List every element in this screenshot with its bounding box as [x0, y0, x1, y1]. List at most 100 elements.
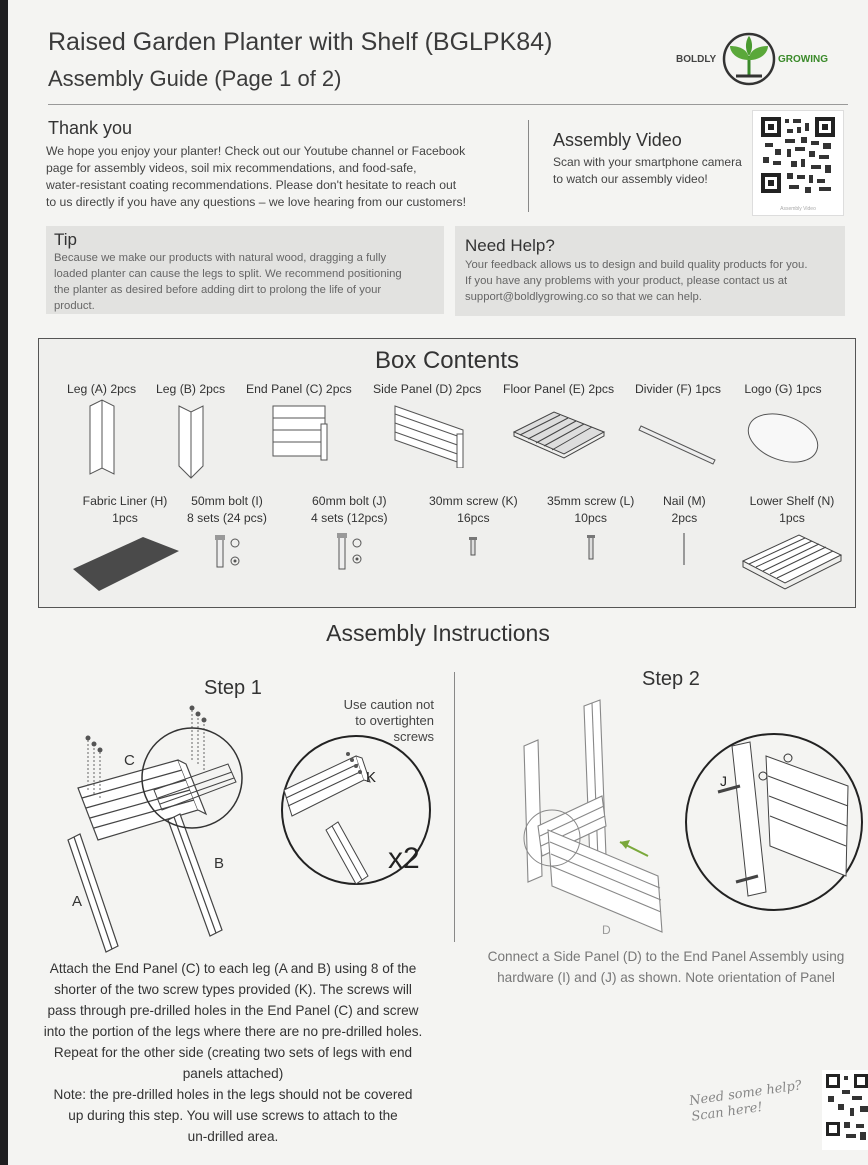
floor-panel-icon [512, 411, 605, 459]
tip-heading: Tip [54, 230, 77, 249]
step-1-note-line: Note: the pre-drilled holes in the legs … [53, 1087, 413, 1102]
caution-line: screws [393, 729, 434, 744]
caution-note: Use caution not to overtighten screws [326, 697, 434, 745]
part-floor-panel-e: Floor Panel (E) 2pcs [503, 381, 614, 468]
divider-icon [638, 425, 716, 465]
thank-you-line: page for assembly videos, soil mix recom… [46, 161, 417, 175]
part-label: 60mm bolt (J) [312, 494, 387, 508]
step-2-illustration: D J [523, 699, 863, 936]
thank-you-line: We hope you enjoy your planter! Check ou… [46, 144, 466, 158]
part-label: Floor Panel (E) 2pcs [503, 382, 615, 396]
label-d: D [602, 923, 611, 936]
help-line: Your feedback allows us to design and bu… [465, 259, 808, 271]
label-a: A [72, 893, 82, 910]
thank-you-line: to us directly if you have any questions… [46, 195, 466, 209]
part-logo-g: Logo (G) 1pcs [741, 381, 825, 468]
step-2-line: Connect a Side Panel (D) to the End Pane… [487, 949, 845, 964]
tip-line: the planter as desired before adding dir… [54, 284, 382, 296]
end-panel-icon [272, 405, 328, 461]
part-lower-shelf-n: Lower Shelf (N) 1pcs [739, 493, 845, 597]
page-title: Raised Garden Planter with Shelf (BGLPK8… [48, 28, 553, 56]
part-divider-f: Divider (F) 1pcs [633, 381, 723, 468]
video-text: Scan with your smartphone camera to watc… [553, 154, 753, 188]
part-bolt-50mm-i: 50mm bolt (I) 8 sets (24 pcs) [187, 493, 267, 577]
part-bolt-60mm-j: 60mm bolt (J) 4 sets (12pcs) [311, 493, 388, 577]
brand-left-text: BOLDLY [676, 54, 717, 65]
step-1-line: Attach the End Panel (C) to each leg (A … [49, 961, 417, 976]
part-label: End Panel (C) 2pcs [246, 382, 352, 396]
video-line: to watch our assembly video! [553, 172, 708, 186]
help-text: Your feedback allows us to design and bu… [465, 257, 845, 305]
part-label: Nail (M) [663, 494, 706, 508]
part-qty: 4 sets (12pcs) [311, 511, 388, 525]
step-divider [454, 672, 455, 942]
logo-disc-icon [747, 413, 819, 463]
qr-code-icon [826, 1074, 868, 1140]
step-1-text: Attach the End Panel (C) to each leg (A … [18, 958, 448, 1147]
brand-logo: BOLDLY GROWING [676, 30, 846, 100]
part-label: 50mm bolt (I) [191, 494, 263, 508]
part-end-panel-c: End Panel (C) 2pcs [246, 381, 352, 468]
step-2-line: hardware (I) and (J) as shown. Note orie… [497, 970, 835, 985]
help-qr-code[interactable] [822, 1070, 868, 1150]
step-1-line: pass through pre-drilled holes in the En… [47, 1003, 419, 1018]
help-line[interactable]: support@boldlygrowing.co so that we can … [465, 291, 702, 303]
part-label: Divider (F) 1pcs [634, 382, 721, 396]
part-label: Leg (A) 2pcs [67, 382, 137, 396]
label-b: B [214, 855, 224, 872]
header-divider [48, 104, 848, 105]
bolt-icon [214, 535, 240, 568]
thank-you-line: water-resistant coating recommendations.… [46, 178, 457, 192]
caution-line: Use caution not [343, 697, 434, 712]
box-contents-heading: Box Contents [374, 347, 520, 374]
tip-line: loaded planter can cause the legs to spl… [54, 268, 402, 280]
part-label: 30mm screw (K) [429, 494, 518, 508]
label-x2: x2 [388, 842, 420, 875]
tip-line: Because we make our products with natura… [54, 252, 387, 264]
step-1-line: shorter of the two screw types provided … [54, 982, 412, 997]
tip-box: Tip Because we make our products with na… [46, 226, 444, 314]
step-1-line: panels attached) [182, 1066, 284, 1081]
part-leg-b: Leg (B) 2pcs [156, 381, 225, 482]
part-side-panel-d: Side Panel (D) 2pcs [373, 381, 481, 468]
leg-icon [178, 405, 204, 479]
step-1-heading: Step 1 [204, 677, 262, 699]
part-label: Fabric Liner (H) [82, 494, 168, 508]
step-2-heading: Step 2 [642, 668, 700, 690]
sprout-logo-icon [722, 32, 776, 86]
thank-you-text: We hope you enjoy your planter! Check ou… [46, 143, 516, 211]
part-label: Lower Shelf (N) [749, 494, 835, 508]
box-contents-panel: Box Contents Leg (A) 2pcs Leg (B) 2pcs E… [38, 338, 856, 608]
screw-icon [586, 535, 595, 560]
part-label: 35mm screw (L) [547, 494, 635, 508]
help-line: If you have any problems with your produ… [465, 275, 788, 287]
part-leg-a: Leg (A) 2pcs [67, 381, 136, 478]
part-fabric-liner-h: Fabric Liner (H) 1pcs [69, 493, 181, 597]
part-qty: 16pcs [457, 511, 490, 525]
part-label: Logo (G) 1pcs [744, 382, 822, 396]
video-qr-code[interactable]: Assembly Video [752, 110, 844, 216]
guide-page: Raised Garden Planter with Shelf (BGLPK8… [8, 0, 868, 1165]
fabric-liner-icon [73, 537, 179, 591]
tip-text: Because we make our products with natura… [54, 250, 434, 314]
part-label: Side Panel (D) 2pcs [373, 382, 482, 396]
side-panel-icon [394, 405, 464, 468]
bolt-icon [337, 533, 362, 570]
caution-line: to overtighten [355, 713, 434, 728]
leg-icon [89, 399, 115, 475]
part-nail-m: Nail (M) 2pcs [663, 493, 706, 577]
part-screw-35mm-l: 35mm screw (L) 10pcs [547, 493, 634, 577]
instructions-heading: Assembly Instructions [326, 620, 550, 646]
part-qty: 10pcs [574, 511, 607, 525]
step-1-illustration: C B A K x2 [67, 705, 431, 953]
step-1-note-line: up during this step. You will use screws… [68, 1108, 398, 1123]
tip-line: product. [54, 300, 95, 312]
qr-code-icon [761, 117, 835, 193]
part-screw-30mm-k: 30mm screw (K) 16pcs [429, 493, 518, 577]
help-heading: Need Help? [465, 236, 555, 255]
page-subtitle: Assembly Guide (Page 1 of 2) [48, 66, 342, 91]
label-j: J [720, 773, 727, 789]
part-label: Leg (B) 2pcs [156, 382, 226, 396]
step-1-note-line: un-drilled area. [187, 1129, 279, 1144]
video-line: Scan with your smartphone camera [553, 155, 742, 169]
